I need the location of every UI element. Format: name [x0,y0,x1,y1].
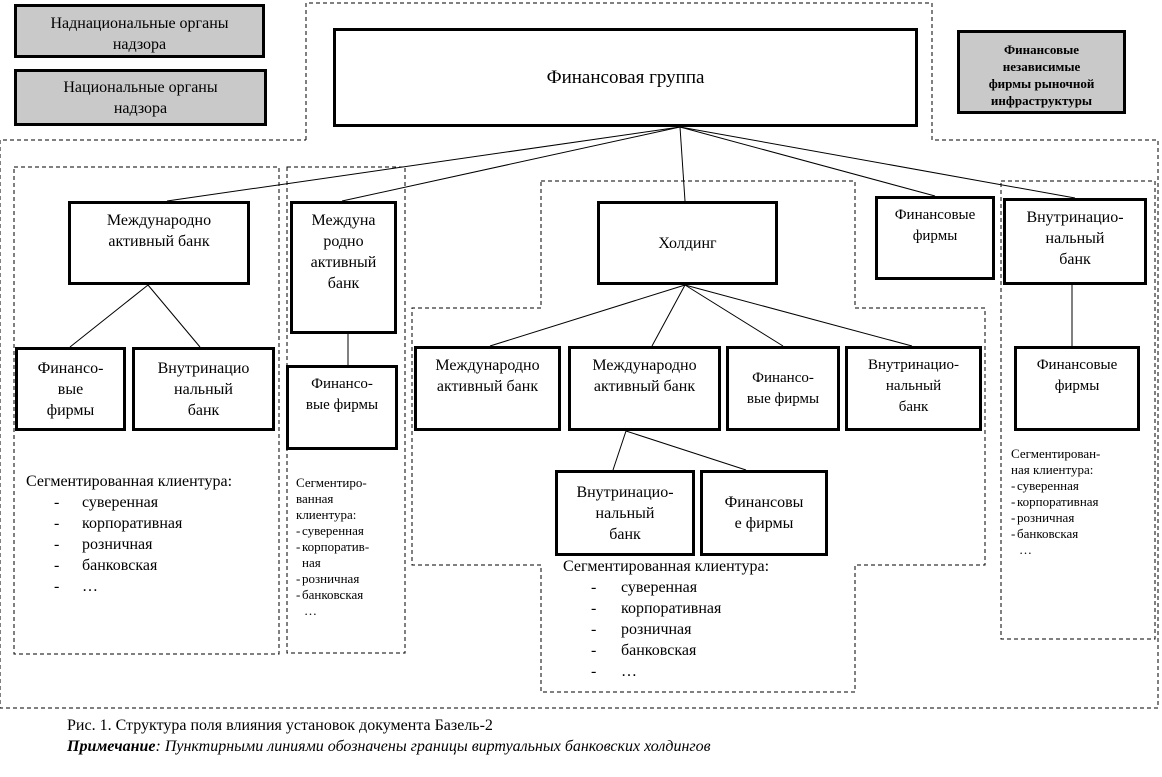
branch2-client-segments: Сегментиро- ванная клиентура: суверенная… [296,475,396,619]
financial-group-box: Финансовая группа [333,28,918,127]
branch2-financial-firms-box: Финансо- вые фирмы [286,365,398,450]
list-item: … [26,576,232,597]
figure-note: Примечание: Пунктирными линиями обозначе… [67,736,711,757]
branch4-financial-firms-box: Финансовые фирмы [875,196,995,280]
branch1-clients-title: Сегментированная клиентура: [26,473,233,490]
list-item: корпоративная [26,513,232,534]
independent-market-firms-box: Финансовые независимые фирмы рыночной ин… [957,30,1126,114]
list-item: розничная [26,534,232,555]
figure-caption: Рис. 1. Структура поля влияния установок… [67,717,493,734]
list-item: суверенная [563,577,769,598]
branch5-clients-title: Сегментирован- ная клиентура: [1011,446,1101,477]
list-item: корпоративная [1011,494,1151,510]
holding-box: Холдинг [597,201,778,285]
holding-international-bank-a-box: Международно активный банк [414,346,561,431]
list-item: розничная [563,619,769,640]
list-item: суверенная [296,523,396,539]
holding-sub-domestic-bank-box: Внутринацио- нальный банк [555,470,695,556]
list-item: … [304,603,317,618]
list-item: … [1019,542,1032,557]
list-item: суверенная [26,492,232,513]
branch1-financial-firms-box: Финансо- вые фирмы [15,347,126,431]
holding-domestic-bank-box: Внутринацио- нальный банк [845,346,982,431]
list-item: суверенная [1011,478,1151,494]
branch1-client-segments: Сегментированная клиентура: суверенная к… [26,471,232,597]
branch1-international-bank-box: Международно активный банк [68,201,250,285]
list-item: … [563,661,769,682]
note-label: Примечание [67,738,156,755]
branch2-international-bank-box: Междуна родно активный банк [290,201,397,334]
branch5-domestic-bank-box: Внутринацио- нальный банк [1003,198,1147,285]
branch5-client-segments: Сегментирован- ная клиентура: суверенная… [1011,446,1151,558]
holding-clients-title: Сегментированная клиентура: [563,558,770,575]
holding-sub-financial-firms-box: Финансовы е фирмы [700,470,828,556]
list-item: корпоративная [563,598,769,619]
list-item: розничная [296,571,396,587]
holding-international-bank-b-box: Международно активный банк [568,346,721,431]
list-item: банковская [1011,526,1151,542]
national-supervisors-box: Национальные органы надзора [14,69,267,126]
holding-financial-firms-box: Финансо- вые фирмы [726,346,840,431]
branch5-financial-firms-box: Финансовые фирмы [1014,346,1140,431]
branch1-domestic-bank-box: Внутринацио нальный банк [132,347,275,431]
list-item: корпоратив- ная [296,539,396,571]
list-item: розничная [1011,510,1151,526]
branch2-clients-title: Сегментиро- ванная клиентура: [296,475,367,522]
holding-client-segments: Сегментированная клиентура: суверенная к… [563,556,769,682]
list-item: банковская [26,555,232,576]
note-text: : Пунктирными линиями обозначены границы… [155,738,711,755]
list-item: банковская [563,640,769,661]
supranational-supervisors-box: Наднациональные органы надзора [14,4,265,58]
list-item: банковская [296,587,396,603]
